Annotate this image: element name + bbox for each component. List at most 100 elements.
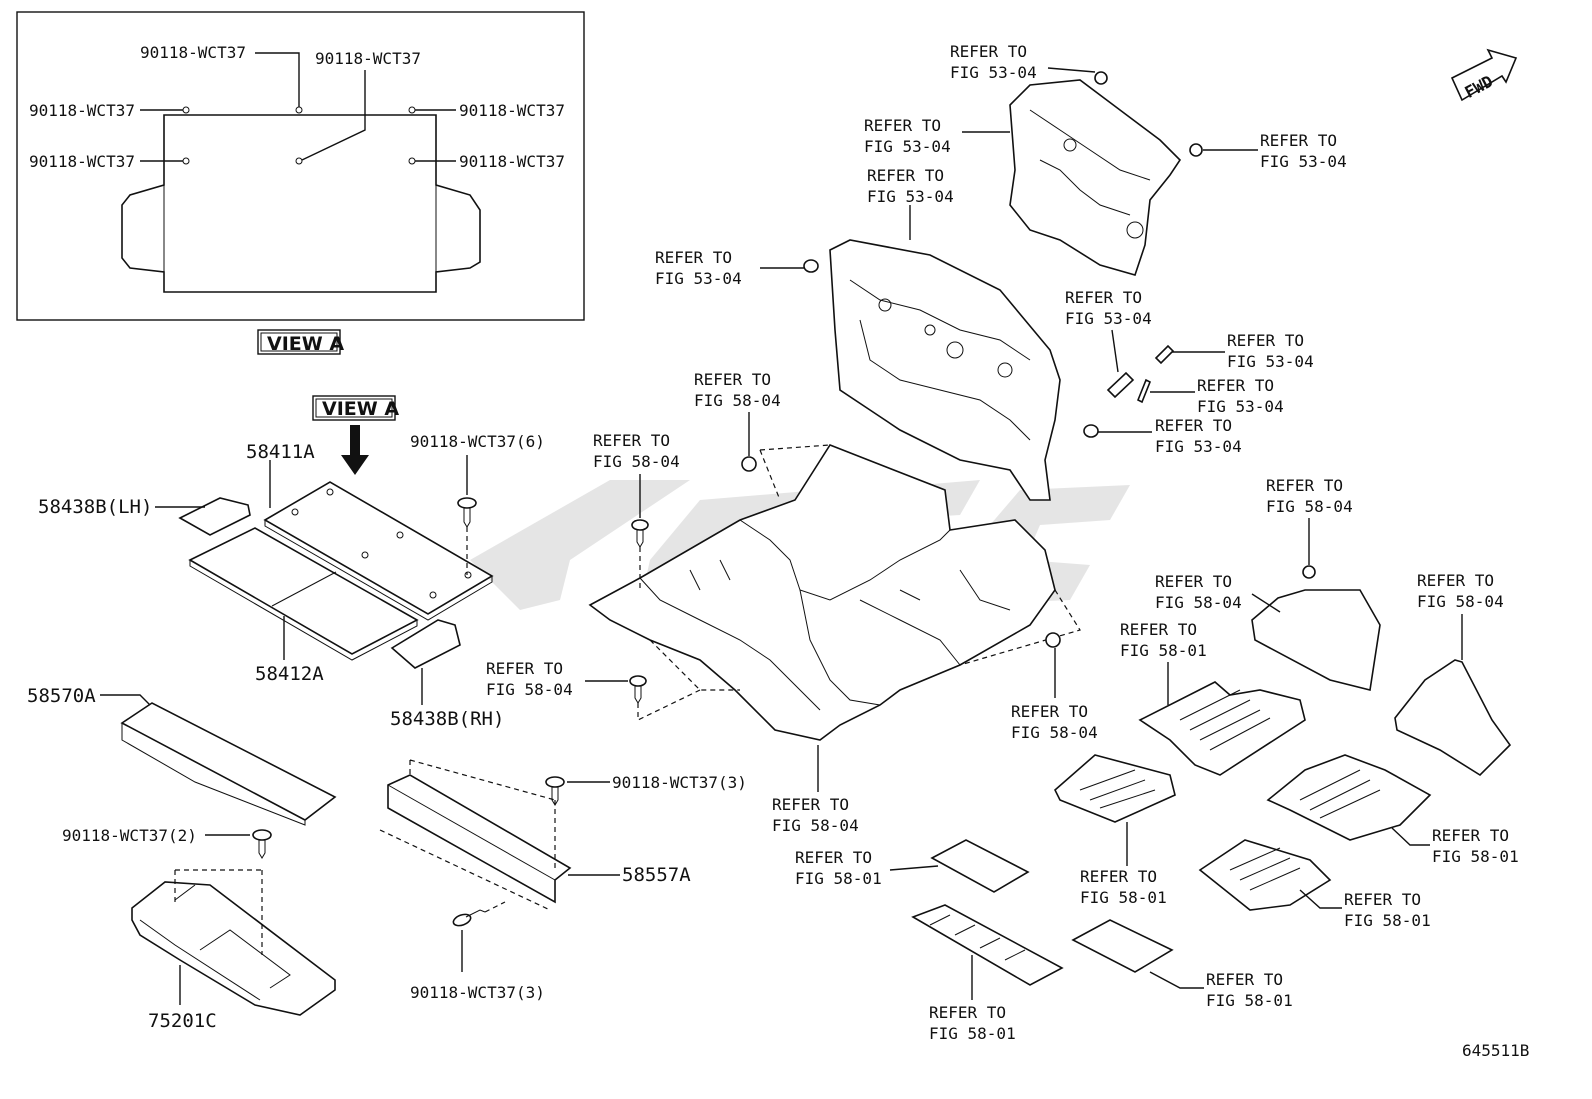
- refer-fig: FIG 58-01: [1432, 847, 1519, 866]
- grommet-icon: [1083, 424, 1099, 438]
- floor-panel-far-right: [1394, 659, 1512, 777]
- label-75201C: 75201C: [148, 1010, 217, 1032]
- clip-icon: [452, 909, 486, 927]
- refer-fig: FIG 53-04: [1065, 309, 1152, 328]
- floor-mat-mid: [1054, 754, 1176, 823]
- refer-label: REFER TO: [1197, 376, 1274, 395]
- refer-fig: FIG 53-04: [655, 269, 742, 288]
- refer-fig: FIG 53-04: [1260, 152, 1347, 171]
- view-a-arrow-label-box: [312, 395, 396, 421]
- refer-fig: FIG 58-01: [795, 869, 882, 888]
- refer-label: REFER TO: [1011, 702, 1088, 721]
- clip-icon: [629, 675, 647, 704]
- refer-fig: FIG 58-04: [1417, 592, 1504, 611]
- clip-icon: [252, 829, 272, 859]
- part-58557A: [387, 774, 572, 904]
- clip-label-right-upper: 90118-WCT37: [459, 101, 565, 120]
- refer-fig: FIG 53-04: [864, 137, 951, 156]
- floor-carpet: [588, 444, 1056, 741]
- refer-fig: FIG 58-01: [1120, 641, 1207, 660]
- part-58438B-RH: [390, 619, 461, 669]
- patch: [1154, 344, 1175, 365]
- refer-label: REFER TO: [772, 795, 849, 814]
- grommet-icon: [803, 259, 819, 273]
- floor-mat-small-b: [911, 904, 1064, 986]
- refer-group: REFER TO FIG 53-04 REFER TO FIG 53-04 RE…: [486, 42, 1519, 1043]
- inset-board-outline: [121, 114, 481, 293]
- refer-fig: FIG 53-04: [867, 187, 954, 206]
- label-58412A: 58412A: [255, 663, 324, 685]
- grommet-icon: [741, 456, 757, 472]
- label-clip-2: 90118-WCT37(2): [62, 826, 197, 845]
- refer-fig: FIG 58-01: [1080, 888, 1167, 907]
- refer-label: REFER TO: [929, 1003, 1006, 1022]
- refer-fig: FIG 58-04: [772, 816, 859, 835]
- clip-label-left-lower: 90118-WCT37: [29, 152, 135, 171]
- refer-label: REFER TO: [1227, 331, 1304, 350]
- grommet-icon: [1045, 632, 1061, 648]
- refer-label: REFER TO: [1155, 416, 1232, 435]
- refer-label: REFER TO: [1065, 288, 1142, 307]
- grommet-icon: [1189, 143, 1203, 157]
- refer-fig: FIG 53-04: [1197, 397, 1284, 416]
- label-58411A: 58411A: [246, 441, 315, 463]
- refer-fig: FIG 58-04: [593, 452, 680, 471]
- refer-label: REFER TO: [795, 848, 872, 867]
- refer-label: REFER TO: [950, 42, 1027, 61]
- view-a-label-box: [257, 329, 341, 355]
- patch: [1106, 371, 1135, 399]
- view-a-arrow-label: VIEW A: [322, 398, 399, 420]
- inset-view-a: 90118-WCT37 90118-WCT37 90118-WCT37 9011…: [16, 11, 585, 321]
- label-58570A: 58570A: [27, 685, 96, 707]
- dash-insulator: [829, 239, 1061, 501]
- refer-fig: FIG 53-04: [1227, 352, 1314, 371]
- refer-label: REFER TO: [1266, 476, 1343, 495]
- clip-icon: [631, 519, 649, 548]
- clip-icon: [457, 497, 477, 528]
- refer-fig: FIG 58-04: [486, 680, 573, 699]
- refer-fig: FIG 58-01: [1206, 991, 1293, 1010]
- refer-label: REFER TO: [1432, 826, 1509, 845]
- label-clip-6: 90118-WCT37(6): [410, 432, 545, 451]
- floor-mat-small-c: [1071, 919, 1174, 973]
- refer-fig: FIG 58-04: [1155, 593, 1242, 612]
- part-58570A: [120, 702, 337, 821]
- refer-fig: FIG 58-01: [1344, 911, 1431, 930]
- part-75201C: [131, 881, 336, 1016]
- clip-label-right-lower: 90118-WCT37: [459, 152, 565, 171]
- refer-fig: FIG 58-04: [1266, 497, 1353, 516]
- refer-label: REFER TO: [486, 659, 563, 678]
- label-clip-3a: 90118-WCT37(3): [612, 773, 747, 792]
- refer-label: REFER TO: [1344, 890, 1421, 909]
- grommet-icon: [1302, 565, 1316, 579]
- fwd-arrow-icon: FWD: [1450, 48, 1518, 102]
- refer-label: REFER TO: [694, 370, 771, 389]
- label-58438B-LH: 58438B(LH): [38, 496, 152, 518]
- refer-label: REFER TO: [1206, 970, 1283, 989]
- refer-label: REFER TO: [867, 166, 944, 185]
- refer-label: REFER TO: [1260, 131, 1337, 150]
- refer-label: REFER TO: [655, 248, 732, 267]
- patch: [1136, 378, 1152, 404]
- inset-frame: [16, 11, 585, 321]
- refer-fig: FIG 58-04: [694, 391, 781, 410]
- clip-icon: [545, 776, 565, 806]
- refer-label: REFER TO: [1155, 572, 1232, 591]
- view-a-arrow-icon: [341, 425, 369, 475]
- label-clip-3b: 90118-WCT37(3): [410, 983, 545, 1002]
- floor-mat-right-bottom: [1198, 839, 1332, 911]
- dash-silencer: [1009, 79, 1182, 276]
- refer-fig: FIG 53-04: [950, 63, 1037, 82]
- refer-label: REFER TO: [1080, 867, 1157, 886]
- floor-mat-right-lower: [1266, 754, 1432, 841]
- diagram-id: 645511B: [1462, 1041, 1529, 1060]
- refer-fig: FIG 58-01: [929, 1024, 1016, 1043]
- grommet-icon: [1094, 71, 1108, 85]
- clip-label-top-center: 90118-WCT37: [140, 43, 246, 62]
- clip-label-top-right-center: 90118-WCT37: [315, 49, 421, 68]
- refer-label: REFER TO: [1417, 571, 1494, 590]
- refer-fig: FIG 53-04: [1155, 437, 1242, 456]
- refer-label: REFER TO: [593, 431, 670, 450]
- floor-panel-right-upper: [1251, 589, 1381, 691]
